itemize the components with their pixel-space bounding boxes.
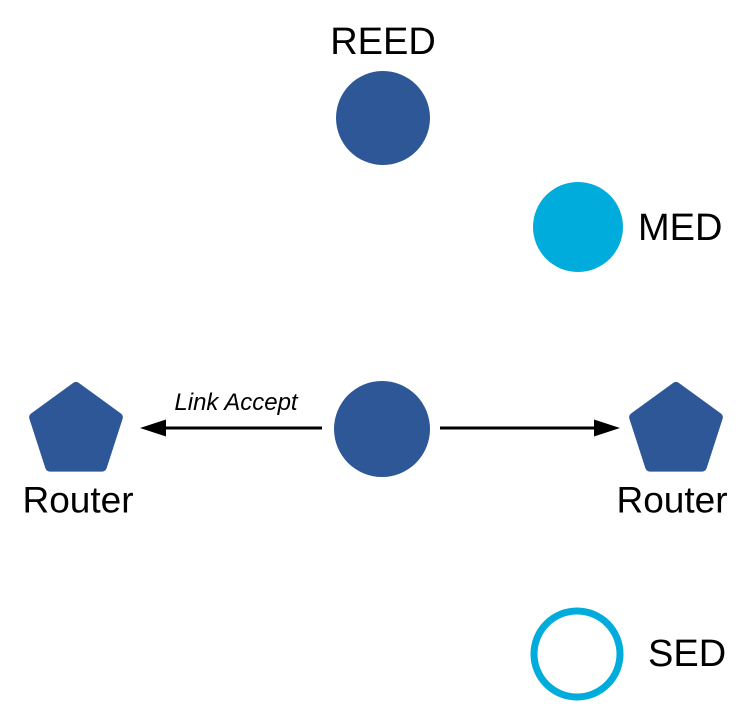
router-right-node-label: Router xyxy=(616,479,728,521)
router-left-node-label: Router xyxy=(22,479,134,521)
router-left-pentagon xyxy=(29,382,123,472)
med-node-label: MED xyxy=(638,207,723,249)
med-node-circle xyxy=(533,182,623,272)
sed-node-label: SED xyxy=(648,633,727,675)
edge-right-arrowhead-icon xyxy=(594,419,620,437)
center-node-circle xyxy=(334,381,430,477)
edge-link-accept-arrowhead-icon xyxy=(140,419,166,437)
reed-node-circle xyxy=(336,71,430,165)
link-accept-edge-label: Link Accept xyxy=(174,389,298,416)
sed-node-circle xyxy=(530,607,624,701)
reed-node-label: REED xyxy=(330,21,436,63)
router-right-pentagon xyxy=(629,382,723,472)
